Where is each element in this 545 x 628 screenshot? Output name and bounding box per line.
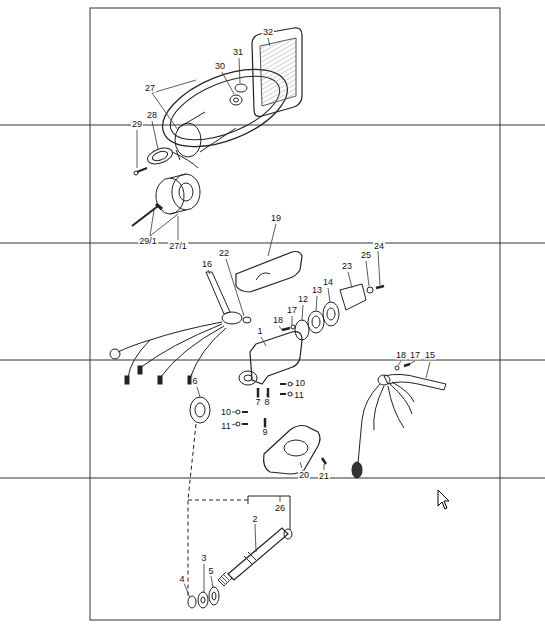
bearing-rings (282, 284, 384, 340)
callout-number: 9 (261, 428, 268, 437)
callout-number: 18 (395, 351, 407, 360)
bracket (248, 496, 290, 530)
hub (132, 174, 200, 226)
callout-number: 22 (218, 249, 230, 258)
column-housing (239, 332, 302, 385)
callout-number: 26 (274, 504, 286, 513)
leader-lines (137, 38, 430, 598)
callout-number: 20 (298, 471, 310, 480)
nut-washer (230, 84, 247, 105)
center-line (188, 424, 248, 596)
callout-number: 2 (251, 515, 258, 524)
lower-cover (264, 426, 326, 475)
callout-number: 32 (262, 28, 274, 37)
column-cover (236, 252, 302, 293)
callout-number: 19 (270, 214, 282, 223)
screws (236, 382, 292, 428)
callout-number: 29 (131, 120, 143, 129)
callout-number: 13 (311, 286, 323, 295)
callout-number: 31 (232, 48, 244, 57)
callout-number: 16 (201, 260, 213, 269)
callout-number: 23 (341, 262, 353, 271)
callout-number: 17 (409, 351, 421, 360)
callout-number: 8 (263, 398, 270, 407)
callout-number: 25 (360, 251, 372, 260)
callout-number: 1 (256, 327, 263, 336)
horn-pad (252, 28, 302, 117)
callout-number: 11 (220, 422, 231, 431)
callout-number: 30 (214, 62, 226, 71)
callout-number: 10 (294, 379, 306, 388)
spacer-rings (188, 587, 219, 608)
callout-number: 29/1 (138, 237, 158, 246)
callout-number: 15 (424, 351, 436, 360)
callout-number: 5 (207, 567, 214, 576)
callout-number: 10 (220, 408, 232, 417)
contact-ring (134, 145, 198, 175)
callout-number: 27 (144, 84, 156, 93)
seal-ring (190, 397, 210, 423)
callout-number: 6 (191, 377, 198, 386)
callout-number: 14 (322, 278, 334, 287)
callout-number: 3 (200, 554, 207, 563)
callout-number: 12 (297, 295, 309, 304)
callout-number: 18 (272, 316, 284, 325)
callout-number: 28 (146, 111, 158, 120)
mouse-pointer (438, 490, 449, 509)
callout-number: 7 (254, 398, 261, 407)
steering-shaft (218, 528, 288, 586)
callout-number: 4 (178, 575, 185, 584)
band-lines (0, 125, 545, 478)
callout-number: 27/1 (168, 242, 188, 251)
turn-signal-switch (110, 272, 251, 384)
frame (90, 8, 500, 620)
callout-number: 24 (373, 242, 385, 251)
callout-number: 11 (293, 391, 304, 400)
callout-number: 17 (286, 306, 298, 315)
wiper-switch (352, 364, 446, 478)
callout-number: 21 (318, 472, 330, 481)
